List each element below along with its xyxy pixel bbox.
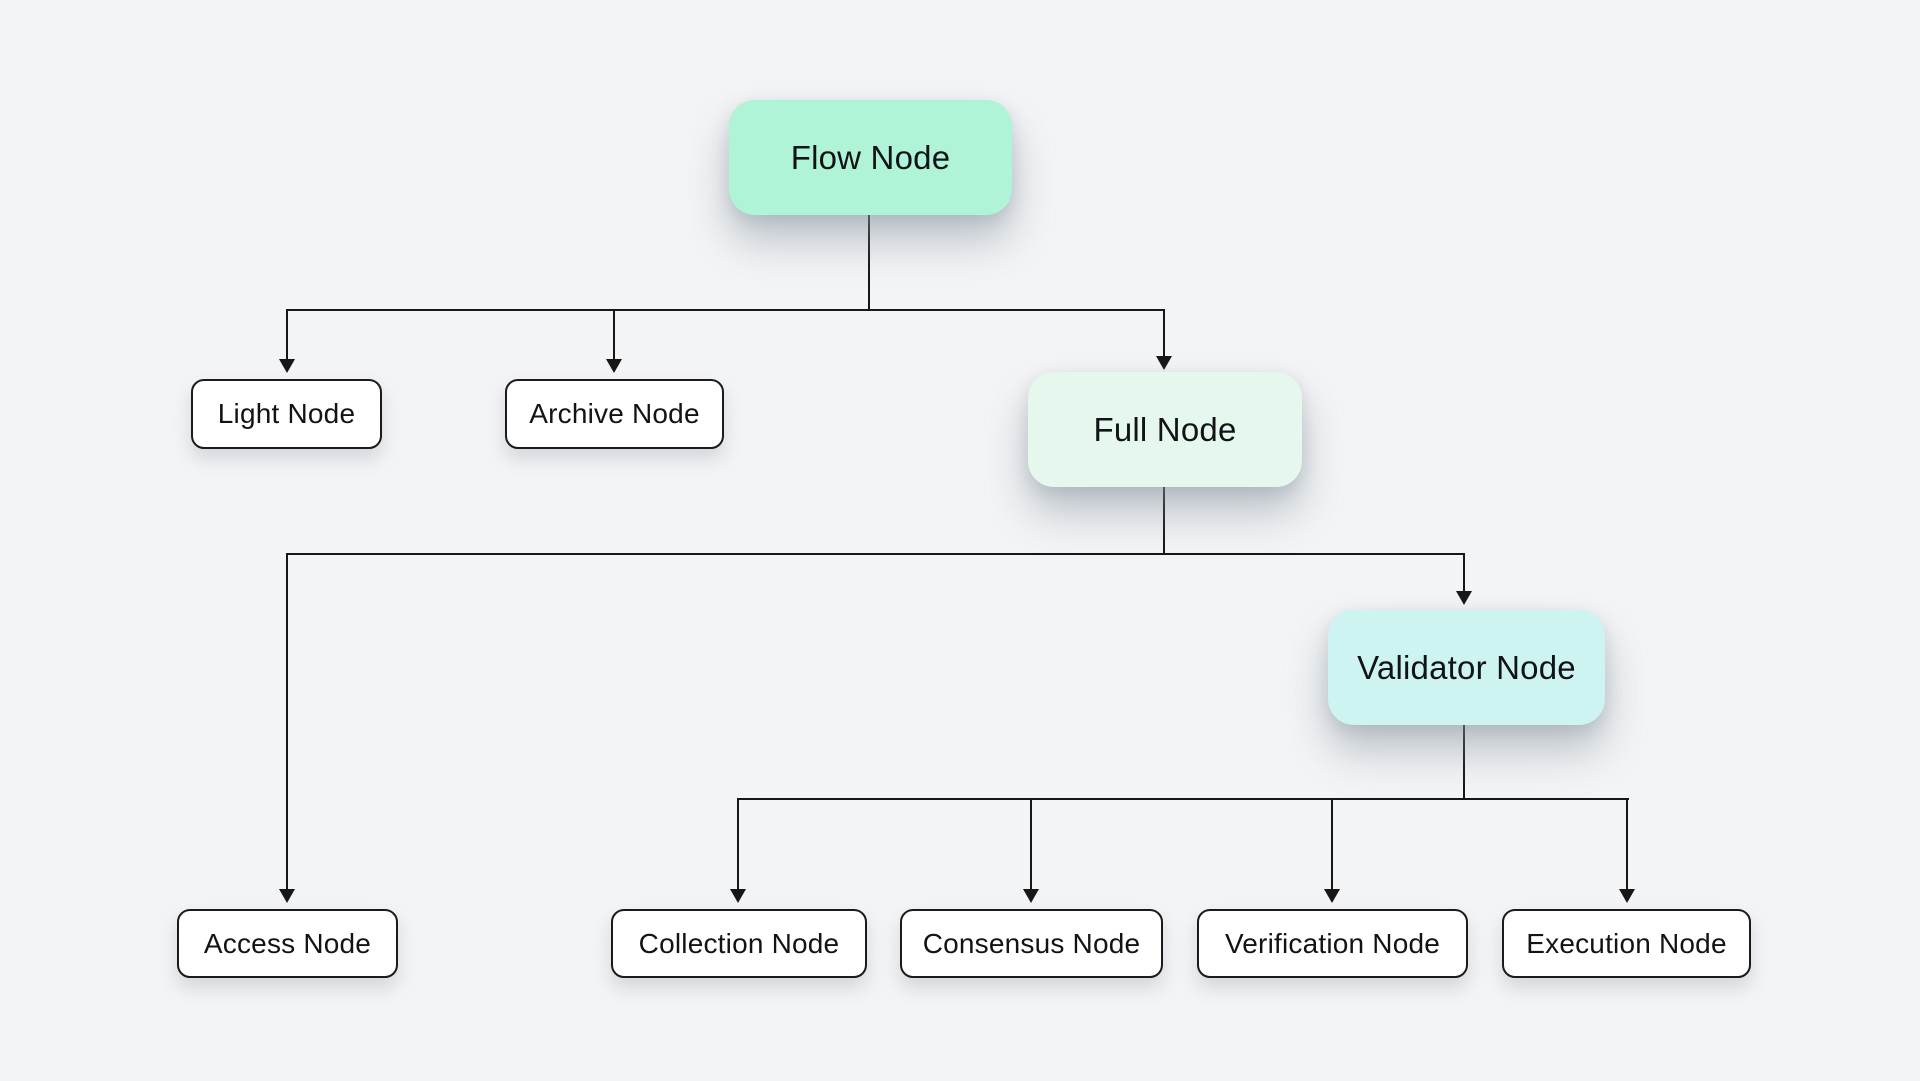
node-verification[interactable]: Verification Node (1197, 909, 1468, 978)
edge-validator-children-rail (737, 798, 1629, 800)
node-flow[interactable]: Flow Node (729, 100, 1012, 215)
edge-drop-access (286, 553, 288, 890)
edge-validator-stem (1463, 725, 1465, 799)
arrowhead-consensus-icon (1023, 889, 1039, 903)
node-consensus-label: Consensus Node (922, 927, 1141, 959)
edge-drop-consensus (1030, 798, 1032, 890)
node-consensus[interactable]: Consensus Node (900, 909, 1163, 978)
node-light[interactable]: Light Node (191, 379, 382, 449)
node-full[interactable]: Full Node (1028, 372, 1302, 487)
node-verification-label: Verification Node (1224, 927, 1441, 959)
node-validator[interactable]: Validator Node (1328, 610, 1605, 725)
edge-drop-full (1163, 309, 1165, 357)
arrowhead-full-icon (1156, 356, 1172, 370)
edge-drop-light (286, 309, 288, 361)
node-archive[interactable]: Archive Node (505, 379, 724, 449)
node-flow-label: Flow Node (790, 138, 951, 176)
arrowhead-validator-icon (1456, 591, 1472, 605)
edge-drop-validator (1463, 553, 1465, 593)
node-archive-label: Archive Node (529, 398, 700, 429)
edge-drop-execution (1626, 798, 1628, 890)
arrowhead-archive-icon (606, 359, 622, 373)
edge-flow-children-rail (286, 309, 1165, 311)
edge-drop-archive (613, 309, 615, 361)
node-execution-label: Execution Node (1526, 927, 1727, 959)
edge-drop-verification (1331, 798, 1333, 890)
node-validator-label: Validator Node (1357, 648, 1576, 686)
node-collection-label: Collection Node (638, 927, 840, 959)
node-access-label: Access Node (203, 927, 372, 959)
arrowhead-access-icon (279, 889, 295, 903)
arrowhead-collection-icon (730, 889, 746, 903)
node-execution[interactable]: Execution Node (1502, 909, 1751, 978)
node-full-label: Full Node (1093, 410, 1237, 448)
edge-drop-collection (737, 798, 739, 890)
node-collection[interactable]: Collection Node (611, 909, 867, 978)
arrowhead-execution-icon (1619, 889, 1635, 903)
edge-full-children-rail (286, 553, 1465, 555)
arrowhead-verification-icon (1324, 889, 1340, 903)
node-light-label: Light Node (217, 398, 356, 429)
edge-full-stem (1163, 487, 1165, 553)
edge-flow-stem (868, 215, 870, 310)
arrowhead-light-icon (279, 359, 295, 373)
node-access[interactable]: Access Node (177, 909, 398, 978)
